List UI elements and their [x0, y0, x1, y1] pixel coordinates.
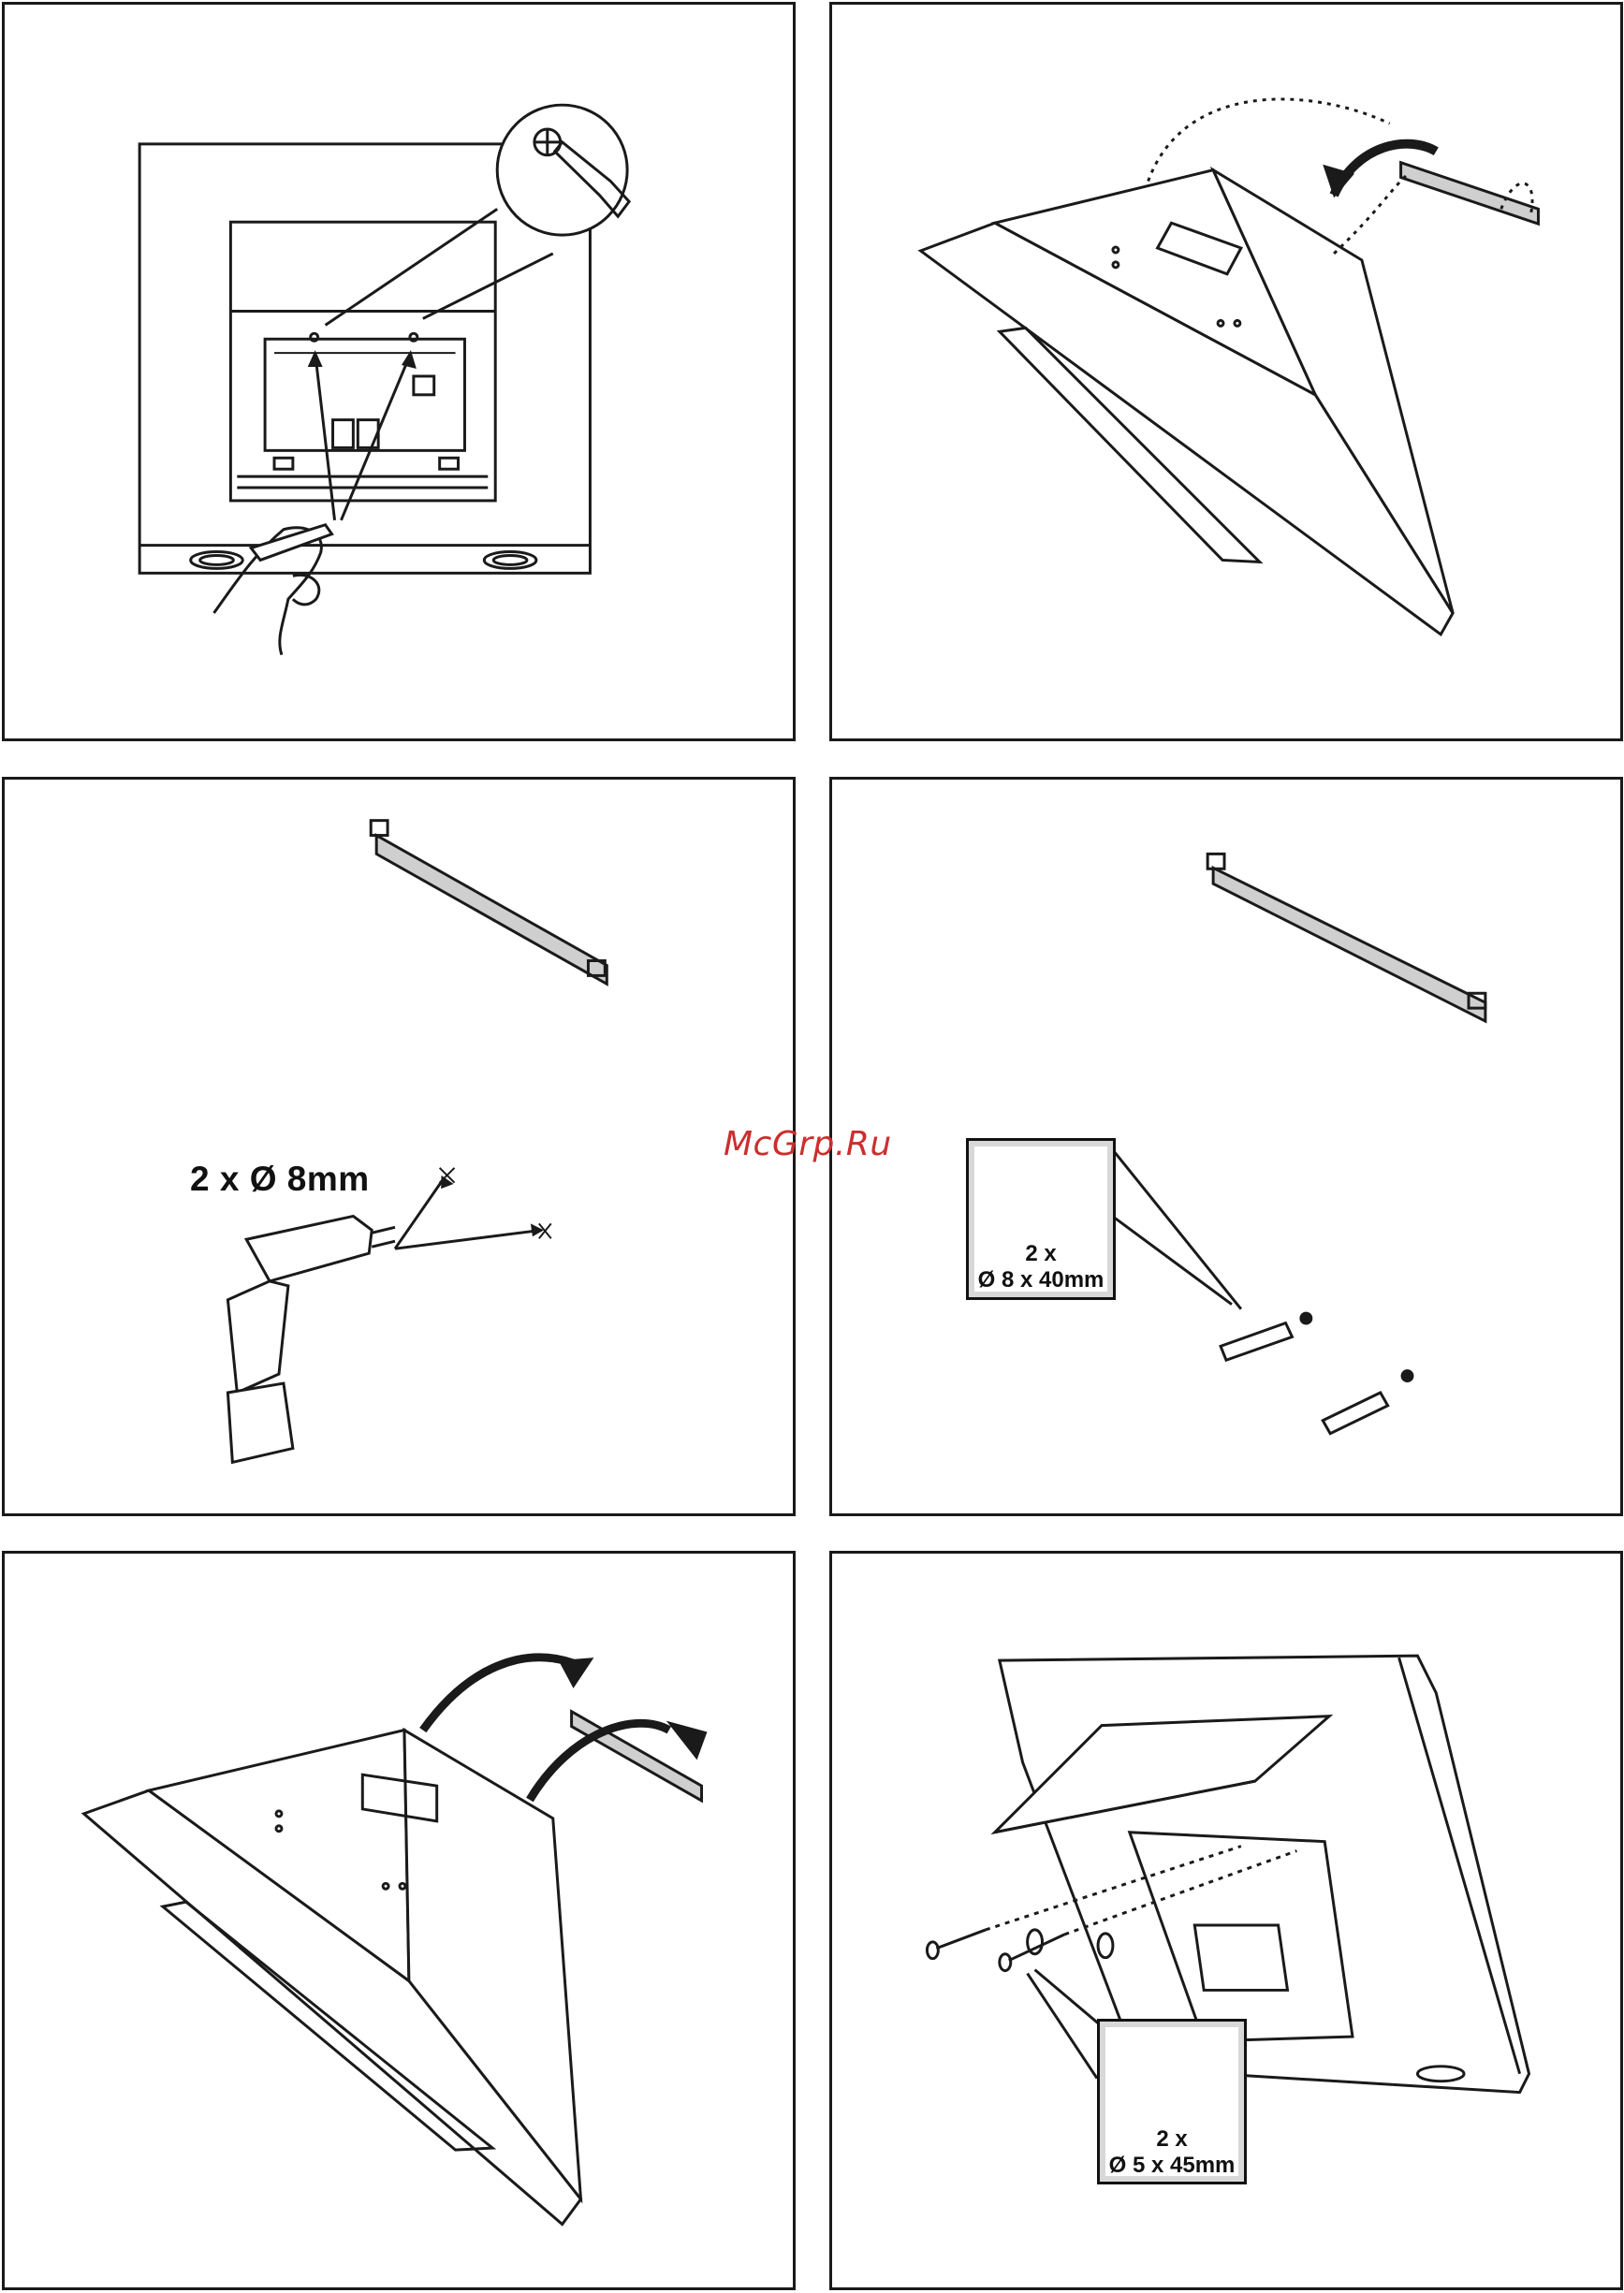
step-panel-remove-bracket [829, 2, 1623, 741]
wall-anchor-icon [1221, 1323, 1388, 1434]
curved-arrow-icon [423, 1658, 574, 1731]
drill-icon [227, 1216, 395, 1462]
anchor-size: Ø 8 x 40mm [969, 1267, 1113, 1293]
screw-icon [927, 1930, 1064, 1971]
hood-hang-illustration [5, 1554, 793, 2287]
anchor-quantity: 2 x [969, 1241, 1113, 1267]
screw-quantity: 2 x [1100, 2126, 1244, 2153]
hood-front-illustration [5, 5, 793, 738]
screw-callout: 2 x Ø 5 x 45mm [1097, 2019, 1247, 2184]
drill-illustration [5, 780, 793, 1513]
watermark-text: McGrp.Ru [724, 1125, 892, 1163]
step-panel-insert-anchors: 2 x Ø 8 x 40mm [829, 777, 1623, 1516]
anchor-callout: 2 x Ø 8 x 40mm [966, 1138, 1116, 1300]
screw-size: Ø 5 x 45mm [1100, 2153, 1244, 2179]
anchor-illustration [832, 780, 1620, 1513]
step-panel-drill-holes: 2 x Ø 8mm [2, 777, 796, 1516]
hood-side-illustration [832, 5, 1620, 738]
wall-bracket [1213, 868, 1485, 1021]
step-panel-fix-screws: 2 x Ø 5 x 45mm [829, 1551, 1623, 2290]
step-panel-mark-holes [2, 2, 796, 741]
drill-hole-spec: 2 x Ø 8mm [190, 1160, 370, 1199]
wall-bracket [376, 836, 607, 985]
step-panel-hang-bracket [2, 1551, 796, 2290]
